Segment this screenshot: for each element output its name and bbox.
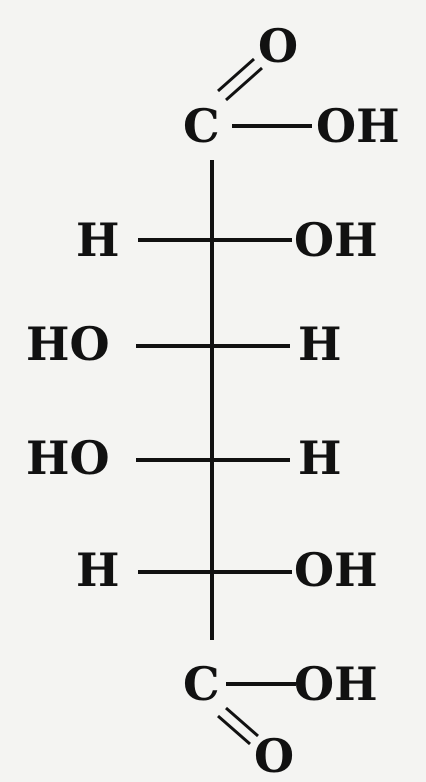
bottom-carbon: C	[183, 657, 220, 711]
top-double-bond-b	[217, 57, 255, 93]
top-double-bond-a	[225, 66, 263, 102]
top-carbon: C	[183, 99, 220, 153]
row-1-right: OH	[294, 213, 378, 267]
row-1-left: H	[76, 213, 119, 267]
row-4-left: H	[76, 543, 119, 597]
bottom-double-bond-b	[217, 714, 251, 746]
bottom-double-oxygen: O	[254, 729, 294, 782]
row-3-right: H	[298, 431, 341, 485]
row-2-right: H	[298, 317, 341, 371]
bottom-hydroxyl: OH	[294, 657, 378, 711]
row-2-left: HO	[26, 317, 110, 371]
top-hydroxyl: OH	[316, 99, 400, 153]
top-double-oxygen: O	[258, 19, 298, 73]
row-4-right: OH	[294, 543, 378, 597]
bottom-double-bond-a	[225, 706, 259, 738]
row-3-left: HO	[26, 431, 110, 485]
